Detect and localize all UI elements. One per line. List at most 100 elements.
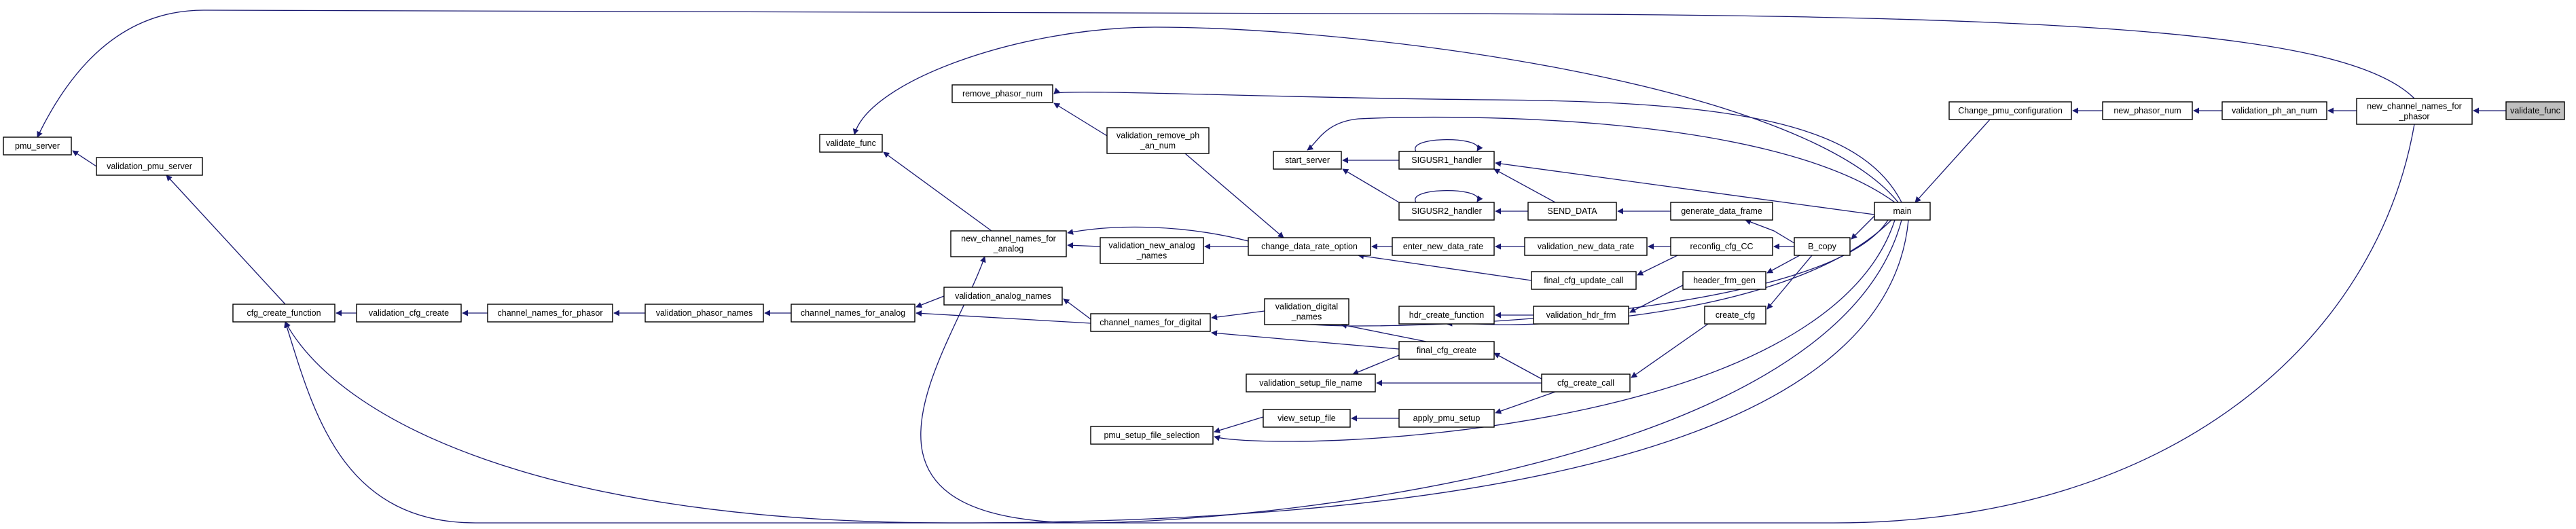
node-change-pmu-configuration[interactable]: Change_pmu_configuration bbox=[1948, 101, 2072, 120]
node-apply-pmu-setup[interactable]: apply_pmu_setup bbox=[1398, 409, 1495, 428]
node-box bbox=[1100, 237, 1204, 264]
node-send-data[interactable]: SEND_DATA bbox=[1527, 202, 1617, 221]
edge-final-cfg-update-to-change-rate bbox=[1358, 253, 1532, 281]
node-channel-names-for-digital[interactable]: channel_names_for_digital bbox=[1090, 313, 1211, 332]
edge-validation-digital-to-channel-digital bbox=[1211, 310, 1265, 321]
node-box bbox=[1794, 237, 1851, 256]
edge-main-to-sigusr1 bbox=[1495, 160, 1875, 215]
node-view-setup-file[interactable]: view_setup_file bbox=[1263, 409, 1351, 428]
node-validation-phasor-names[interactable]: validation_phasor_names bbox=[645, 304, 764, 323]
node-label: final_cfg_create bbox=[1417, 346, 1476, 355]
node-validation-analog-names[interactable]: validation_analog_names bbox=[943, 287, 1063, 306]
node-box bbox=[791, 304, 915, 323]
node-label: generate_data_frame bbox=[1681, 206, 1762, 216]
node-validation-new-analog-names[interactable]: validation_new_analog_names bbox=[1100, 237, 1204, 264]
node-sigusr2-handler[interactable]: SIGUSR2_handler bbox=[1398, 202, 1495, 221]
node-validation-hdr-frm[interactable]: validation_hdr_frm bbox=[1533, 306, 1629, 325]
edge-to-final-cfg-create bbox=[1493, 352, 1542, 380]
node-box bbox=[1263, 409, 1351, 428]
edge-main-to-start-server bbox=[1307, 116, 1895, 203]
node-box bbox=[943, 287, 1063, 306]
edge-to-channel-names-for-analog bbox=[915, 310, 1091, 324]
node-validation-cfg-create[interactable]: validation_cfg_create bbox=[356, 304, 462, 323]
node-new-phasor-num[interactable]: new_phasor_num bbox=[2102, 101, 2193, 120]
node-final-cfg-update-call[interactable]: final_cfg_update_call bbox=[1531, 271, 1637, 290]
node-label: validation_new_analog bbox=[1108, 241, 1195, 251]
node-create-cfg[interactable]: create_cfg bbox=[1704, 306, 1766, 325]
node-validation-remove-ph-an-num[interactable]: validation_remove_ph_an_num bbox=[1106, 127, 1210, 154]
node-box bbox=[232, 304, 335, 323]
node-box bbox=[487, 304, 613, 323]
edge-to-generate-data-frame bbox=[1745, 219, 1795, 244]
node-box bbox=[1670, 237, 1773, 256]
node-box bbox=[1398, 306, 1495, 325]
edge-to-validation-digital-names bbox=[1341, 323, 1427, 342]
node-box bbox=[819, 134, 883, 153]
node-cfg-create-function[interactable]: cfg_create_function bbox=[232, 304, 335, 323]
edge-main-to-remove-phasor-num bbox=[1053, 88, 1902, 203]
node-label: validation_digital bbox=[1275, 302, 1338, 312]
node-generate-data-frame[interactable]: generate_data_frame bbox=[1670, 202, 1773, 221]
node-enter-new-data-rate[interactable]: enter_new_data_rate bbox=[1392, 237, 1495, 256]
edge-to-pmu-setup-file-selection bbox=[1214, 416, 1264, 433]
node-new-channel-names-for-analog[interactable]: new_channel_names_for_analog bbox=[950, 230, 1067, 257]
edge-to-header-frm-gen bbox=[1766, 255, 1800, 274]
node-channel-names-for-analog[interactable]: channel_names_for_analog bbox=[791, 304, 915, 323]
node-box bbox=[1106, 127, 1210, 154]
node-box bbox=[2356, 98, 2473, 125]
node-validation-pmu-server[interactable]: validation_pmu_server bbox=[96, 157, 203, 176]
node-label: new_channel_names_for bbox=[2367, 102, 2462, 111]
edge-to-remove-phasor-num bbox=[1053, 103, 1108, 136]
node-box bbox=[2221, 101, 2327, 120]
node-final-cfg-create[interactable]: final_cfg_create bbox=[1398, 341, 1495, 360]
edge-change-rate-to-validation-remove bbox=[1184, 153, 1284, 238]
edge-to-validate-func-2 bbox=[883, 151, 992, 232]
node-validation-digital-names[interactable]: validation_digital_names bbox=[1264, 298, 1349, 325]
node-start-server[interactable]: start_server bbox=[1273, 151, 1342, 170]
edge-change-rate-to-new-analog-names bbox=[1067, 226, 1249, 242]
node-box bbox=[951, 84, 1053, 103]
node-reconfig-cfg-cc[interactable]: reconfig_cfg_CC bbox=[1670, 237, 1773, 256]
node-cfg-create-call[interactable]: cfg_create_call bbox=[1541, 373, 1631, 393]
node-box bbox=[1398, 202, 1495, 221]
node-label: channel_names_for_phasor bbox=[498, 308, 603, 318]
node-sigusr1-handler[interactable]: SIGUSR1_handler bbox=[1398, 151, 1495, 170]
node-hdr-create-function[interactable]: hdr_create_function bbox=[1398, 306, 1495, 325]
node-label: hdr_create_function bbox=[1409, 310, 1485, 320]
node-box bbox=[1398, 409, 1495, 428]
node-validation-new-data-rate[interactable]: validation_new_data_rate bbox=[1524, 237, 1648, 256]
edge-final-cfg-create-to-validation-setup bbox=[1352, 354, 1400, 376]
edge-to-pmu-server bbox=[72, 150, 97, 167]
node-pmu-setup-file-selection[interactable]: pmu_setup_file_selection bbox=[1090, 426, 1214, 445]
node-label: _names bbox=[1291, 312, 1322, 322]
node-change-data-rate-option[interactable]: change_data_rate_option bbox=[1248, 237, 1371, 256]
edge-to-main-from-change-pmu bbox=[1915, 119, 1991, 203]
node-label: B_copy bbox=[1808, 242, 1836, 251]
node-validation-ph-an-num[interactable]: validation_ph_an_num bbox=[2221, 101, 2327, 120]
node-label: validate_func bbox=[826, 139, 876, 148]
node-box bbox=[1398, 341, 1495, 360]
node-remove-phasor-num[interactable]: remove_phasor_num bbox=[951, 84, 1053, 103]
edge-main-to-new-channel-names-analog bbox=[920, 219, 1902, 524]
edge-to-create-cfg bbox=[1766, 255, 1813, 310]
node-box bbox=[2505, 101, 2565, 120]
node-label: new_phasor_num bbox=[2114, 106, 2181, 115]
node-validation-setup-file-name[interactable]: validation_setup_file_name bbox=[1246, 373, 1376, 393]
node-label: channel_names_for_analog bbox=[801, 308, 905, 318]
node-new-channel-names-for-phasor[interactable]: new_channel_names_for_phasor bbox=[2356, 98, 2473, 125]
node-b-copy[interactable]: B_copy bbox=[1794, 237, 1851, 256]
edge-sigusr2-to-start-server bbox=[1342, 168, 1400, 203]
node-box bbox=[1398, 151, 1495, 170]
edges bbox=[37, 10, 2506, 524]
node-header-frm-gen[interactable]: header_frm_gen bbox=[1682, 271, 1766, 290]
node-channel-names-for-phasor[interactable]: channel_names_for_phasor bbox=[487, 304, 613, 323]
node-label: Change_pmu_configuration bbox=[1958, 106, 2063, 115]
node-validate-func-2[interactable]: validate_func bbox=[819, 134, 883, 153]
node-main[interactable]: main bbox=[1874, 202, 1931, 221]
edge-sigusr1-self-loop bbox=[1415, 139, 1483, 152]
node-label: apply_pmu_setup bbox=[1413, 414, 1481, 423]
node-validate-func[interactable]: validate_func bbox=[2505, 101, 2565, 120]
node-box bbox=[1874, 202, 1931, 221]
node-pmu-server[interactable]: pmu_server bbox=[3, 136, 72, 156]
edge-to-final-cfg-update-call bbox=[1637, 255, 1678, 276]
